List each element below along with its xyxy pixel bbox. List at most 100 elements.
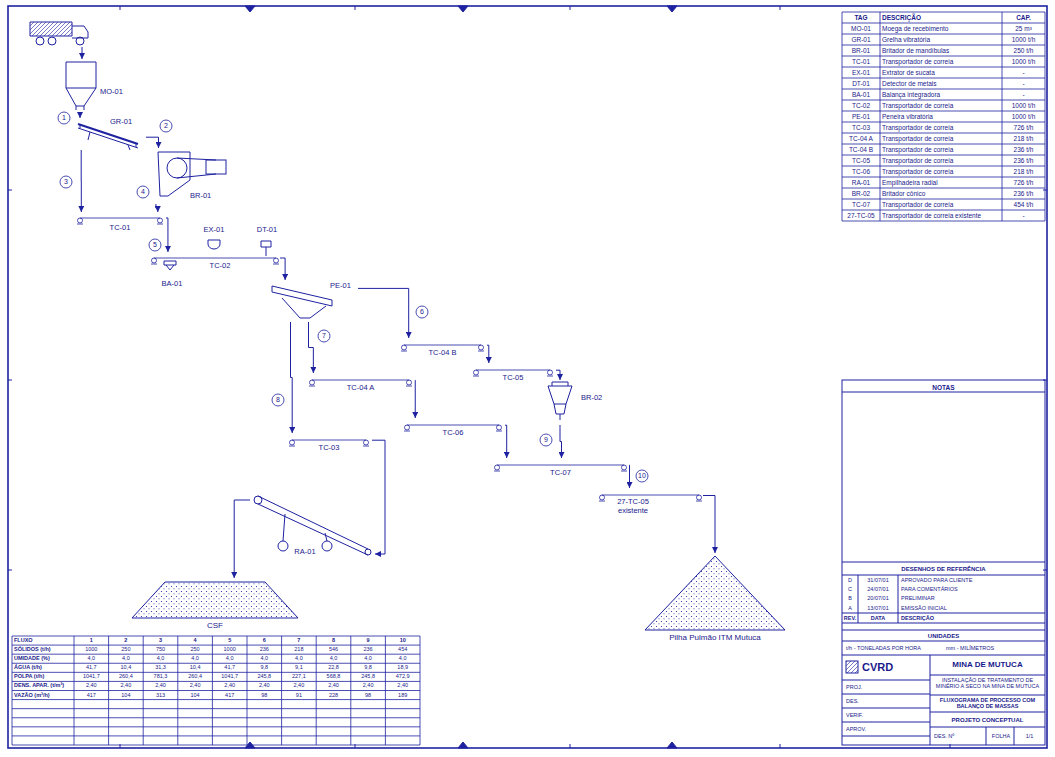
flow-line xyxy=(166,218,168,252)
tail-pulley xyxy=(78,218,83,223)
table-cell: Transportador de correia xyxy=(882,56,1000,67)
equipment-node: BR-01 xyxy=(150,148,235,204)
table-rule xyxy=(842,100,1045,101)
balance-cell: 4,0 xyxy=(385,654,420,663)
balance-cell: SÓLIDOS (t/h) xyxy=(14,645,72,654)
conveyor-foot xyxy=(547,376,553,377)
balance-cell: 10,4 xyxy=(178,663,213,672)
belt-conveyor xyxy=(404,345,481,346)
title-block-text: 20/07/01 xyxy=(858,594,898,603)
title-block-text: UNIDADES xyxy=(842,631,1045,641)
table-rule xyxy=(385,636,386,745)
conveyor-foot xyxy=(599,501,605,502)
balance-cell: 4,0 xyxy=(282,654,317,663)
table-rule xyxy=(842,177,1045,178)
balance-cell: 4,0 xyxy=(212,654,247,663)
equipment-node: TC-02 xyxy=(150,252,280,276)
table-cell: 236 t/h xyxy=(1004,188,1043,199)
balance-cell: 41,7 xyxy=(212,663,247,672)
balance-cell: 2 xyxy=(109,636,144,645)
flow-line xyxy=(372,440,385,554)
table-cell: Britador cônico xyxy=(882,188,1000,199)
equipment-node: BR-02 xyxy=(545,380,620,425)
title-block-text: PARA COMENTÁRIOS xyxy=(901,585,1043,594)
balance-cell: 2,40 xyxy=(282,681,317,690)
balance-cell: 1000 xyxy=(212,645,247,654)
table-cell: 27-TC-05 xyxy=(844,210,878,221)
equipment-node: GR-01 xyxy=(74,118,146,150)
table-cell: 1000 t/h xyxy=(1004,34,1043,45)
table-rule xyxy=(1002,12,1003,221)
title-block-text: MINA DE MUTUCA xyxy=(930,658,1045,672)
title-block-text: 24/07/01 xyxy=(858,585,898,594)
magnet-symbol xyxy=(208,240,220,249)
title-block-text: D xyxy=(842,576,858,585)
balance-cell: 4,0 xyxy=(316,654,351,663)
tail-pulley xyxy=(405,425,410,430)
equipment-tag: CSF xyxy=(125,621,305,630)
table-rule xyxy=(12,654,420,655)
balance-cell: 1041,7 xyxy=(74,672,109,681)
flow-line xyxy=(629,465,631,488)
table-cell: RA-01 xyxy=(844,177,878,188)
centre-mark xyxy=(245,6,677,748)
drive-belt xyxy=(177,158,216,178)
balance-cell: 4 xyxy=(178,636,213,645)
title-block-text: APROVADO PARA CLIENTE xyxy=(901,576,1043,585)
balance-cell: 104 xyxy=(109,691,144,700)
balance-cell: 10,4 xyxy=(109,663,144,672)
table-rule xyxy=(12,681,420,682)
callout-number: 5 xyxy=(149,239,161,251)
table-rule xyxy=(316,636,317,745)
table-rule xyxy=(281,636,282,745)
table-rule xyxy=(12,690,420,691)
equipment-node: TC-03 xyxy=(288,433,372,457)
balance-cell: 2,40 xyxy=(109,681,144,690)
drawing-strokes xyxy=(8,6,1047,748)
table-rule xyxy=(12,636,420,637)
table-cell: 1000 t/h xyxy=(1004,56,1043,67)
title-block-text: DESENHOS DE REFERÊNCIA xyxy=(842,564,1045,574)
flow-line xyxy=(156,204,158,212)
title-block-text: DES. xyxy=(846,695,926,708)
balance-cell: 2,40 xyxy=(385,681,420,690)
equipment-tag: DT-01 xyxy=(248,226,286,235)
head-pulley xyxy=(364,440,369,445)
table-cell: PE-01 xyxy=(844,111,878,122)
drawing-stroke xyxy=(36,37,44,45)
balance-cell: 9,8 xyxy=(247,663,282,672)
table-cell: Extrator de sucata xyxy=(882,67,1000,78)
balance-cell: 7 xyxy=(282,636,317,645)
balance-cell: 4,0 xyxy=(143,654,178,663)
title-block-text: PRELIMINAR xyxy=(901,594,1043,603)
table-cell: Balança integradora xyxy=(882,89,1000,100)
balance-cell: 218 xyxy=(282,645,317,654)
balance-cell: 546 xyxy=(316,645,351,654)
hopper-symbol xyxy=(66,62,96,110)
title-block-text: CVRD xyxy=(862,659,926,675)
flow-line xyxy=(146,137,159,148)
title-block-text: DESCRIÇÃO xyxy=(901,614,1043,623)
drawing-stroke xyxy=(842,392,1045,745)
flow-line xyxy=(505,425,507,458)
table-cell: TC-02 xyxy=(844,100,878,111)
stream-circle xyxy=(272,394,284,406)
table-cell: Peneira vibratória xyxy=(882,111,1000,122)
stream-circle xyxy=(60,176,72,188)
flow-line xyxy=(79,112,80,118)
balance-cell: 2,40 xyxy=(143,681,178,690)
table-cell: Transportador de correia xyxy=(882,122,1000,133)
table-rule xyxy=(842,12,843,221)
balance-cell: 4,0 xyxy=(74,654,109,663)
equipment-node: CSF xyxy=(125,578,307,632)
callout-number: 7 xyxy=(318,330,330,342)
balance-cell: 2,40 xyxy=(247,681,282,690)
conveyor-foot xyxy=(478,351,484,352)
table-rule xyxy=(143,636,144,745)
equipment-tag: TC-06 xyxy=(403,429,503,438)
balance-cell: 750 xyxy=(143,645,178,654)
table-rule xyxy=(12,663,420,664)
table-cell: BR-01 xyxy=(844,45,878,56)
table-cell: Moega de recebimento xyxy=(882,23,1000,34)
equipment-tag: TC-02 xyxy=(200,262,240,271)
